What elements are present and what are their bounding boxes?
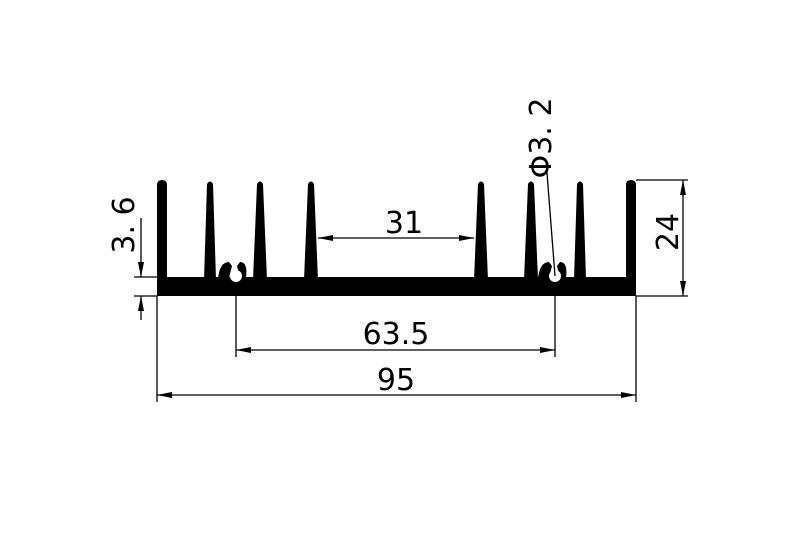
- dimension-lines: [134, 159, 688, 402]
- dim-height: 24: [651, 213, 686, 251]
- mounting-hole-left: [230, 270, 242, 282]
- dim-hole-spacing: 63.5: [363, 317, 430, 352]
- arrowheads: [138, 180, 686, 398]
- dim-overall-width: 95: [377, 363, 415, 398]
- dim-center-gap: 31: [385, 206, 423, 241]
- dim-base-thickness: 3. 6: [107, 196, 142, 253]
- dim-hole-diameter: Φ3. 2: [524, 98, 559, 179]
- heatsink-profile: [157, 180, 636, 296]
